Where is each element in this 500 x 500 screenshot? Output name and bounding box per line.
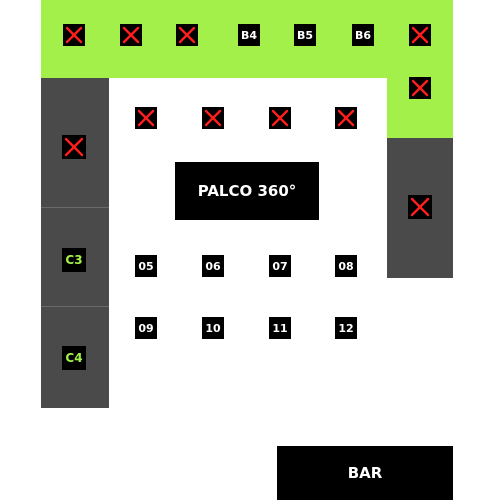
x-mark-icon: [137, 109, 155, 127]
seat-label: 08: [338, 259, 354, 273]
seat-label: 06: [205, 259, 221, 273]
x-mark-icon: [204, 109, 222, 127]
seat-unavailable: [62, 135, 86, 159]
seat-b6[interactable]: B6: [352, 24, 374, 46]
x-mark-icon: [178, 26, 196, 44]
seat-12[interactable]: 12: [335, 317, 357, 339]
seat-label: 11: [272, 321, 288, 335]
seat-unavailable: [335, 107, 357, 129]
seat-label: B4: [240, 28, 258, 42]
seat-unavailable: [135, 107, 157, 129]
seat-c4[interactable]: C4: [62, 346, 86, 370]
stage-label: PALCO 360°: [197, 182, 297, 200]
seat-label: 12: [338, 321, 354, 335]
zone-divider: [41, 306, 109, 307]
seat-label: 09: [138, 321, 154, 335]
seat-08[interactable]: 08: [335, 255, 357, 277]
seat-c3[interactable]: C3: [62, 248, 86, 272]
x-mark-icon: [337, 109, 355, 127]
seat-label: C3: [65, 253, 83, 267]
seat-unavailable: [269, 107, 291, 129]
seat-label: 10: [205, 321, 221, 335]
seat-unavailable: [202, 107, 224, 129]
seat-label: B6: [354, 28, 372, 42]
x-mark-icon: [64, 137, 84, 157]
x-mark-icon: [411, 26, 429, 44]
seat-unavailable: [120, 24, 142, 46]
zone-right-green: [387, 0, 453, 138]
stage-block: PALCO 360°: [175, 162, 319, 220]
seat-unavailable: [409, 24, 431, 46]
zone-divider: [41, 207, 109, 208]
seat-unavailable: [176, 24, 198, 46]
seat-unavailable: [408, 195, 432, 219]
seat-b5[interactable]: B5: [294, 24, 316, 46]
seat-b4[interactable]: B4: [238, 24, 260, 46]
seat-label: 05: [138, 259, 154, 273]
x-mark-icon: [411, 79, 429, 97]
seat-label: 07: [272, 259, 288, 273]
seat-09[interactable]: 09: [135, 317, 157, 339]
seat-05[interactable]: 05: [135, 255, 157, 277]
seat-unavailable: [409, 77, 431, 99]
bar-block: BAR: [277, 446, 453, 500]
seat-unavailable: [63, 24, 85, 46]
seat-label: C4: [65, 351, 83, 365]
seat-10[interactable]: 10: [202, 317, 224, 339]
bar-label: BAR: [347, 464, 383, 482]
x-mark-icon: [271, 109, 289, 127]
seat-11[interactable]: 11: [269, 317, 291, 339]
x-mark-icon: [410, 197, 430, 217]
x-mark-icon: [122, 26, 140, 44]
seat-label: B5: [296, 28, 314, 42]
x-mark-icon: [65, 26, 83, 44]
seat-06[interactable]: 06: [202, 255, 224, 277]
seat-07[interactable]: 07: [269, 255, 291, 277]
